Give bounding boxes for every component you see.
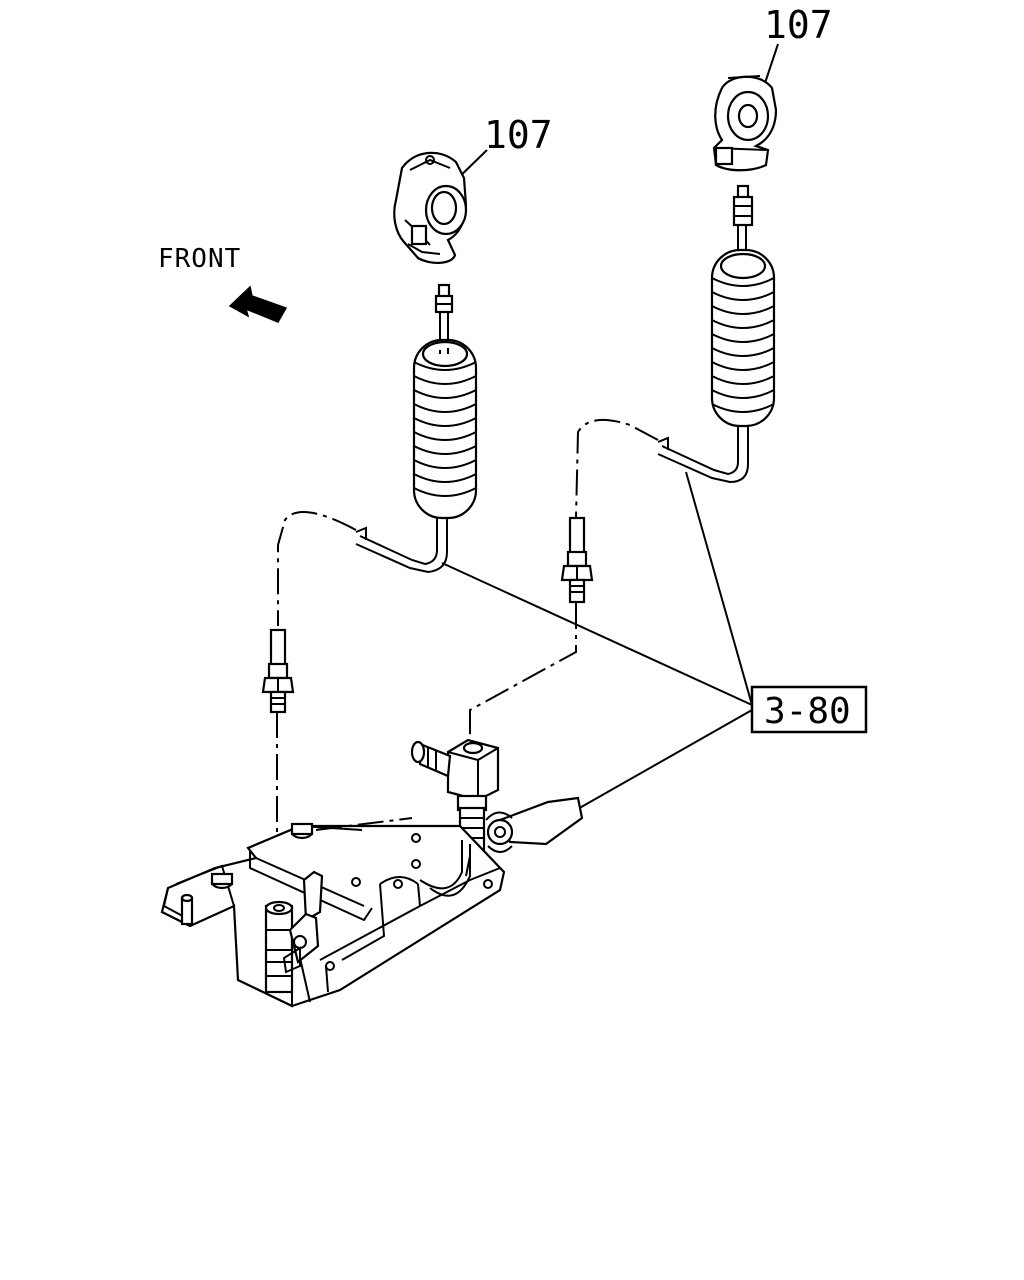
- coiled-hose-left: [355, 283, 478, 574]
- front-label: FRONT: [158, 244, 241, 274]
- connector-fitting-right: [560, 516, 594, 604]
- part-number-left: 107: [484, 113, 553, 157]
- valve-lever: [485, 796, 584, 853]
- part-number-right: 107: [764, 3, 833, 47]
- hose-path-left: [277, 511, 357, 626]
- coil-rings-right: [711, 277, 775, 413]
- hose-path-right-lower: [469, 603, 577, 742]
- reference-leaders: [441, 471, 753, 811]
- coupling-head-right: [712, 75, 778, 172]
- mounting-bracket: [160, 817, 506, 1008]
- connector-fitting-left: [261, 628, 295, 714]
- coiled-hose-right: [657, 184, 776, 484]
- hand-valve-left: [264, 870, 324, 994]
- hose-path-right: [575, 418, 659, 519]
- reference-label: 3-80: [764, 691, 851, 732]
- coupling-head-left: [393, 151, 468, 264]
- tee-valve-block: [410, 738, 500, 858]
- front-arrow-icon: [228, 285, 288, 323]
- hose-path-to-bracket: [465, 855, 471, 877]
- reference-box[interactable]: 3-80: [750, 685, 868, 734]
- coil-rings-left: [413, 361, 477, 497]
